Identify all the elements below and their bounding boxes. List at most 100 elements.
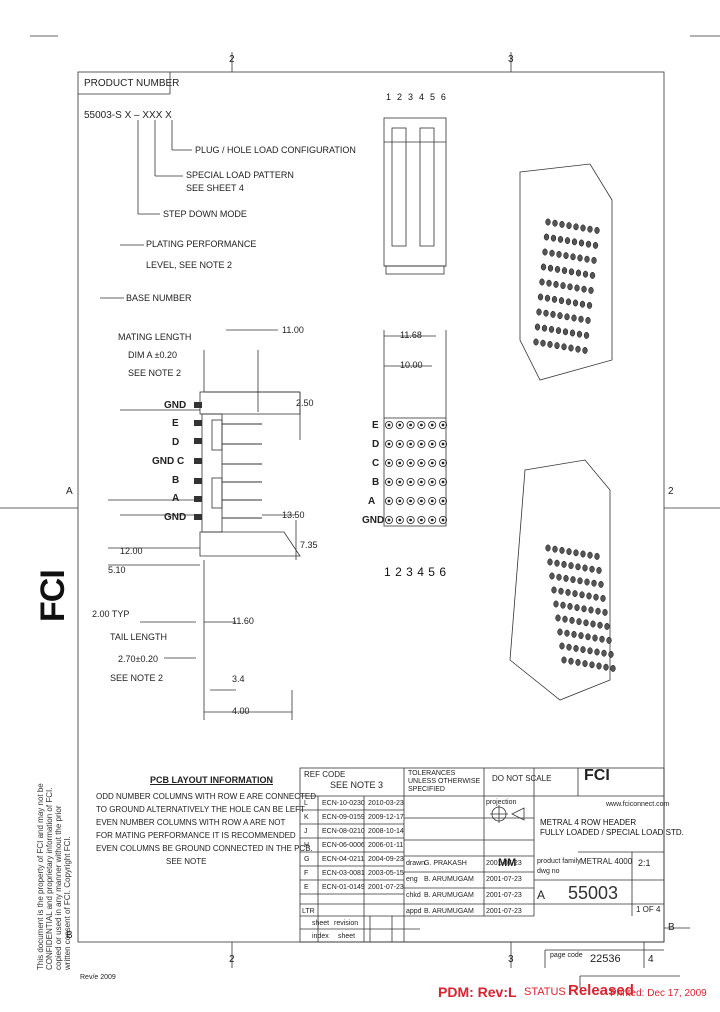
iso-pin — [560, 601, 566, 609]
pcb-info-line: EVEN NUMBER COLUMNS WITH ROW A ARE NOT — [96, 818, 286, 827]
iso-pin — [591, 579, 597, 587]
dim-11-00: 11.00 — [282, 325, 304, 335]
iso-pin — [584, 578, 590, 586]
iso-pin — [561, 267, 568, 275]
tb-tolerance: TOLERANCES UNLESS OTHERWISE SPECIFIED — [408, 770, 481, 793]
front-top-num: 4 — [418, 92, 424, 102]
iso-pin — [561, 656, 567, 664]
iso-pin — [568, 562, 574, 570]
pin-label-gnd-c: GND C — [152, 456, 185, 467]
iso-pin — [596, 566, 602, 574]
iso-pin — [557, 235, 564, 243]
pin-contact — [387, 480, 391, 484]
iso-pin — [574, 284, 580, 292]
dim-4-00: 4.00 — [232, 706, 250, 716]
product-number-code: 55003-S X – XXX X — [84, 110, 172, 121]
iso-pin — [573, 644, 579, 652]
revision-cell: ECN-06-0006 — [322, 842, 365, 849]
tb-title-line: METRAL 4 ROW HEADER — [540, 818, 637, 827]
iso-pin — [593, 593, 599, 601]
iso-pin — [579, 591, 585, 599]
pin-hole — [384, 420, 393, 429]
iso-pin — [579, 300, 586, 308]
pin-contact — [420, 461, 423, 465]
zone-top-3: 3 — [508, 54, 514, 65]
pin-contact — [430, 480, 434, 484]
pin-hole — [417, 458, 426, 467]
approval-cell: appd — [406, 908, 422, 915]
tb-projection: projection — [486, 799, 517, 806]
iso-pin — [587, 647, 593, 655]
iso-pin — [578, 239, 585, 247]
iso-pin — [547, 340, 553, 348]
revision-cell: 2006-01-11 — [368, 842, 404, 849]
tb-scale: 2:1 — [638, 858, 651, 868]
iso-pin — [592, 241, 599, 249]
pin-contact — [398, 461, 402, 465]
note-tail-length: TAIL LENGTH — [110, 632, 168, 642]
revision-cell: ECN-03-0081 — [322, 870, 365, 877]
pin-hole — [384, 439, 393, 448]
iso-pin — [581, 605, 587, 613]
iso-pin — [604, 622, 610, 630]
front-row-c: C — [372, 458, 380, 469]
iso-pin — [569, 616, 575, 624]
pin-hole — [406, 458, 415, 467]
tb-size: A — [537, 888, 546, 902]
iso-pin — [571, 238, 578, 246]
dim-10-00: 10.00 — [400, 360, 423, 370]
pin-contact — [398, 480, 402, 484]
revision-cell: ECN-01-0149 — [322, 884, 365, 891]
side-disclaimer: This document is the property of FCI and… — [36, 783, 223, 1006]
iso-pin — [571, 630, 577, 638]
dim-3-4: 3.4 — [232, 674, 245, 684]
pin-hole — [395, 458, 404, 467]
pin-hole — [428, 439, 437, 448]
pin-contact — [398, 442, 402, 446]
pin-contact — [430, 518, 434, 522]
iso-pin — [589, 271, 596, 279]
iso-pin — [610, 664, 616, 672]
pin-hole — [384, 458, 393, 467]
iso-pin — [566, 222, 572, 230]
iso-pin — [559, 546, 565, 554]
iso-pin — [574, 604, 580, 612]
note-dim-a: DIM A ±0.20 — [128, 350, 177, 360]
tb-product-family-label: product family — [537, 858, 581, 865]
pin-contact — [441, 499, 445, 503]
pin-label-b: B — [172, 475, 180, 486]
iso-pin — [580, 224, 586, 232]
iso-pin — [577, 254, 583, 262]
iso-pin — [553, 280, 559, 288]
iso-pin — [558, 297, 565, 305]
iso-pin — [589, 661, 595, 669]
iso-pin — [583, 331, 590, 339]
iso-pin — [578, 315, 584, 323]
pin-label-e: E — [172, 418, 179, 429]
tb-title-line: FULLY LOADED / SPECIAL LOAD STD. — [540, 828, 684, 837]
approval-cell: chkd — [406, 892, 421, 899]
pin-contact — [409, 461, 412, 465]
pin-hole — [395, 496, 404, 505]
front-bottom-numbers: 1 2 3 4 5 6 — [384, 565, 446, 579]
front-top-num: 1 — [386, 92, 392, 102]
tb-dwg-label: dwg no — [537, 868, 560, 875]
revision-cell: 2001-07-23 — [368, 884, 404, 891]
zone-right-2: 2 — [668, 486, 674, 497]
pcb-info-line: EVEN COLUMNS BE GROUND CONNECTED IN THE … — [96, 844, 313, 853]
iso-pin — [564, 629, 570, 637]
product-number-heading: PRODUCT NUMBER — [84, 78, 180, 89]
iso-pin — [601, 649, 607, 657]
front-col-num: 2 — [395, 565, 402, 579]
pin-contact — [409, 442, 412, 446]
revision-cell: 2008-10-14 — [368, 828, 404, 835]
dim-5-10: 5.10 — [108, 565, 126, 575]
fci-logo: FCI — [34, 570, 72, 622]
tb-page-code: 22536 — [590, 953, 621, 965]
iso-pin — [565, 588, 571, 596]
iso-pin — [543, 309, 549, 317]
pin-label-gnd-top: GND — [164, 400, 187, 411]
iso-pin — [592, 634, 598, 642]
iso-pin — [572, 299, 579, 307]
approval-cell: drawn — [406, 860, 426, 867]
